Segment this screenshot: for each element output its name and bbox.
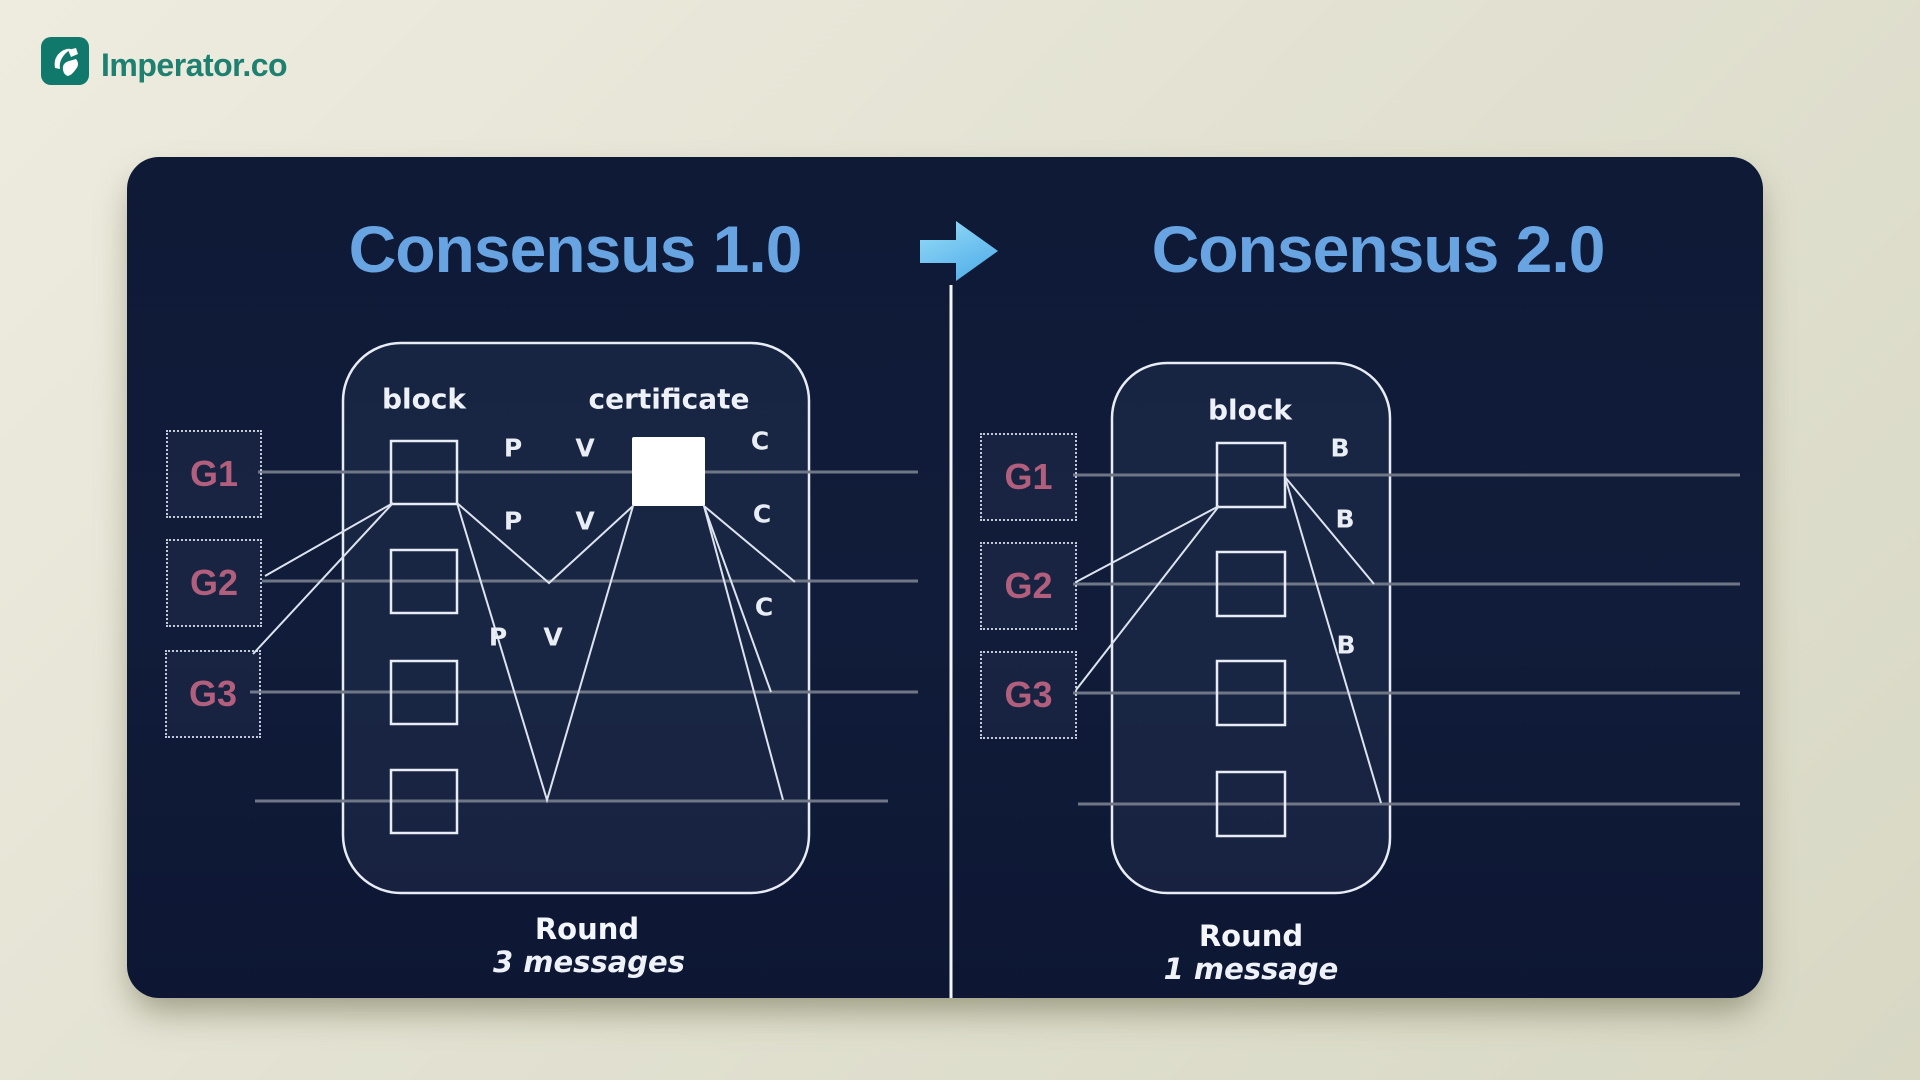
certificate-msg-label-1: C: [750, 426, 770, 456]
comparison-card: Consensus 1.0 Consensus 2.0 G1 G2 G3 G1 …: [127, 157, 1763, 998]
propose-label-2: P: [503, 506, 523, 536]
imperator-logo-icon: [41, 37, 89, 85]
timelines-left: [250, 470, 918, 803]
validator-box-g3-left: G3: [165, 650, 261, 738]
validator-box-g2-left: G2: [166, 539, 262, 627]
validator-box-g1-left: G1: [166, 430, 262, 518]
brand-name: Imperator.co: [101, 47, 288, 83]
validator-box-g2-right: G2: [980, 542, 1077, 630]
message-lines-left: [252, 502, 796, 804]
right-arrow-icon: [920, 221, 998, 281]
block-msg-label-1: B: [1330, 433, 1350, 463]
propose-label-3: P: [488, 622, 508, 652]
diagram-lines: [250, 221, 1740, 998]
block-msg-label-3: B: [1336, 630, 1356, 660]
validator-label: G2: [1004, 565, 1053, 606]
block-squares-right: [1215, 441, 1287, 838]
vote-label-1: V: [575, 433, 595, 463]
validator-box-g1-right: G1: [980, 433, 1077, 521]
validator-label: G3: [1004, 674, 1053, 715]
certificate-msg-label-2: C: [752, 499, 772, 529]
left-title: Consensus 1.0: [348, 212, 803, 286]
certificate-msg-label-3: C: [754, 592, 774, 622]
validator-label: G3: [188, 673, 238, 714]
vote-label-3: V: [543, 622, 563, 652]
validator-box-g3-right: G3: [980, 651, 1077, 739]
right-caption-round: Round: [1198, 919, 1304, 953]
right-caption-messages: 1 message: [1163, 952, 1339, 986]
round-container-left: [341, 341, 811, 895]
timelines-right: [1073, 473, 1740, 806]
right-title: Consensus 2.0: [1151, 212, 1606, 286]
block-column-label-right: block: [1207, 393, 1293, 427]
propose-label-1: P: [503, 433, 523, 463]
certificate-square: [632, 437, 705, 506]
left-caption-messages: 3 messages: [493, 945, 685, 979]
vote-label-2: V: [575, 506, 595, 536]
block-msg-label-2: B: [1335, 504, 1355, 534]
message-lines-right: [1075, 476, 1382, 804]
validator-label: G1: [189, 453, 239, 494]
validator-label: G2: [189, 562, 239, 603]
block-squares-left: [389, 439, 459, 835]
round-container-right: [1110, 361, 1392, 895]
certificate-column-label: certificate: [588, 382, 750, 416]
block-column-label-left: block: [381, 382, 467, 416]
left-caption-round: Round: [534, 912, 640, 946]
validator-label: G1: [1004, 456, 1053, 497]
